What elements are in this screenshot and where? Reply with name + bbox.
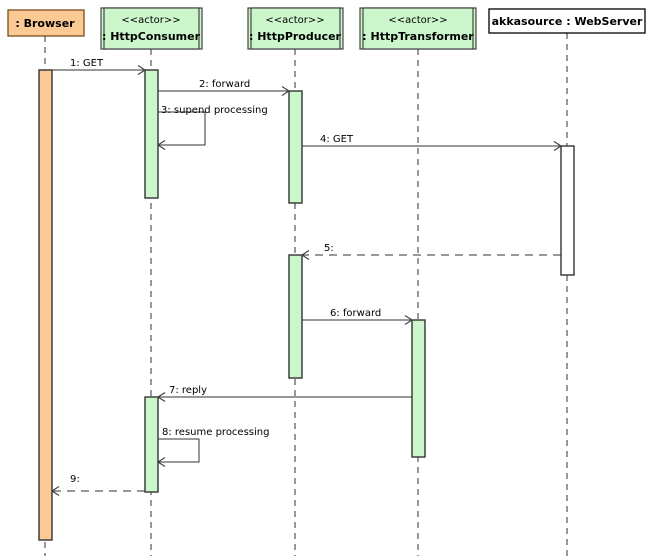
activations-layer [38, 69, 575, 541]
participant-stereotype-httpproducer: <<actor>> [265, 15, 324, 26]
message-label-6: 6: forward [330, 308, 381, 319]
activation-bar-browser[interactable] [38, 69, 53, 541]
participant-box-browser [7, 9, 85, 37]
participant-stereotype-httpconsumer: <<actor>> [121, 15, 180, 26]
message-label-4: 4: GET [320, 134, 354, 145]
message-6[interactable]: 6: forward [302, 308, 414, 326]
activation-bar-httpproducer[interactable] [288, 90, 303, 204]
participant-box-inner-httptransformer [362, 7, 474, 50]
participant-name-httpproducer: : HttpProducer [249, 30, 342, 43]
lifelines-layer [44, 33, 568, 556]
message-label-8: 8: resume processing [162, 427, 269, 438]
participant-header-webserver[interactable]: akkasource : WebServer [488, 8, 646, 34]
message-9[interactable]: 9: [50, 474, 145, 497]
arrowhead-7-icon [156, 391, 166, 403]
message-3[interactable]: 3: supend processing [156, 105, 268, 151]
participant-header-httpproducer[interactable]: <<actor>> : HttpProducer [247, 7, 344, 50]
participant-box-inner-httpconsumer [103, 7, 200, 50]
message-7[interactable]: 7: reply [156, 385, 412, 403]
activation-bar-httpconsumer[interactable] [144, 396, 159, 493]
participant-name-webserver: akkasource : WebServer [492, 15, 643, 28]
arrowhead-2-icon [281, 85, 291, 97]
participant-header-browser[interactable]: : Browser [7, 9, 85, 37]
activation-bar-webserver[interactable] [560, 145, 575, 276]
message-4[interactable]: 4: GET [302, 134, 563, 152]
arrowhead-1-icon [137, 64, 147, 76]
participant-header-httptransformer[interactable]: <<actor>> : HttpTransformer [359, 7, 477, 50]
arrowhead-6-icon [404, 314, 414, 326]
participant-headers-layer: : Browser<<actor>>: HttpConsumer<<actor>… [7, 7, 646, 50]
arrowhead-4-icon [553, 140, 563, 152]
participant-box-inner-httpproducer [250, 7, 341, 50]
participant-name-httptransformer: : HttpTransformer [362, 30, 474, 43]
messages-layer: 1: GET 2: forward 3: supend processing 4: G… [50, 58, 563, 497]
arrowhead-5-icon [300, 249, 310, 261]
arrowhead-3-icon [156, 139, 166, 151]
activation-bar-httptransformer[interactable] [411, 319, 426, 458]
message-label-9: 9: [70, 474, 80, 485]
participant-header-httpconsumer[interactable]: <<actor>> : HttpConsumer [100, 7, 203, 50]
message-1[interactable]: 1: GET [52, 58, 147, 76]
message-label-1: 1: GET [70, 58, 104, 69]
arrowhead-9-icon [50, 485, 60, 497]
participant-stereotype-httptransformer: <<actor>> [388, 15, 447, 26]
participant-box-webserver [488, 8, 646, 34]
message-5[interactable]: 5: [300, 243, 561, 261]
message-label-2: 2: forward [199, 79, 250, 90]
participant-name-browser: : Browser [15, 17, 75, 30]
message-self-path-3 [158, 111, 206, 146]
message-self-path-8 [158, 438, 200, 463]
message-label-5: 5: [324, 243, 334, 254]
message-8[interactable]: 8: resume processing [156, 427, 269, 468]
message-label-7: 7: reply [169, 385, 207, 396]
participant-name-httpconsumer: : HttpConsumer [102, 30, 201, 43]
arrowhead-8-icon [156, 456, 166, 468]
activation-bar-httpproducer[interactable] [288, 254, 303, 379]
message-2[interactable]: 2: forward [158, 79, 291, 97]
message-label-3: 3: supend processing [161, 105, 268, 116]
activation-bar-httpconsumer[interactable] [144, 69, 159, 199]
